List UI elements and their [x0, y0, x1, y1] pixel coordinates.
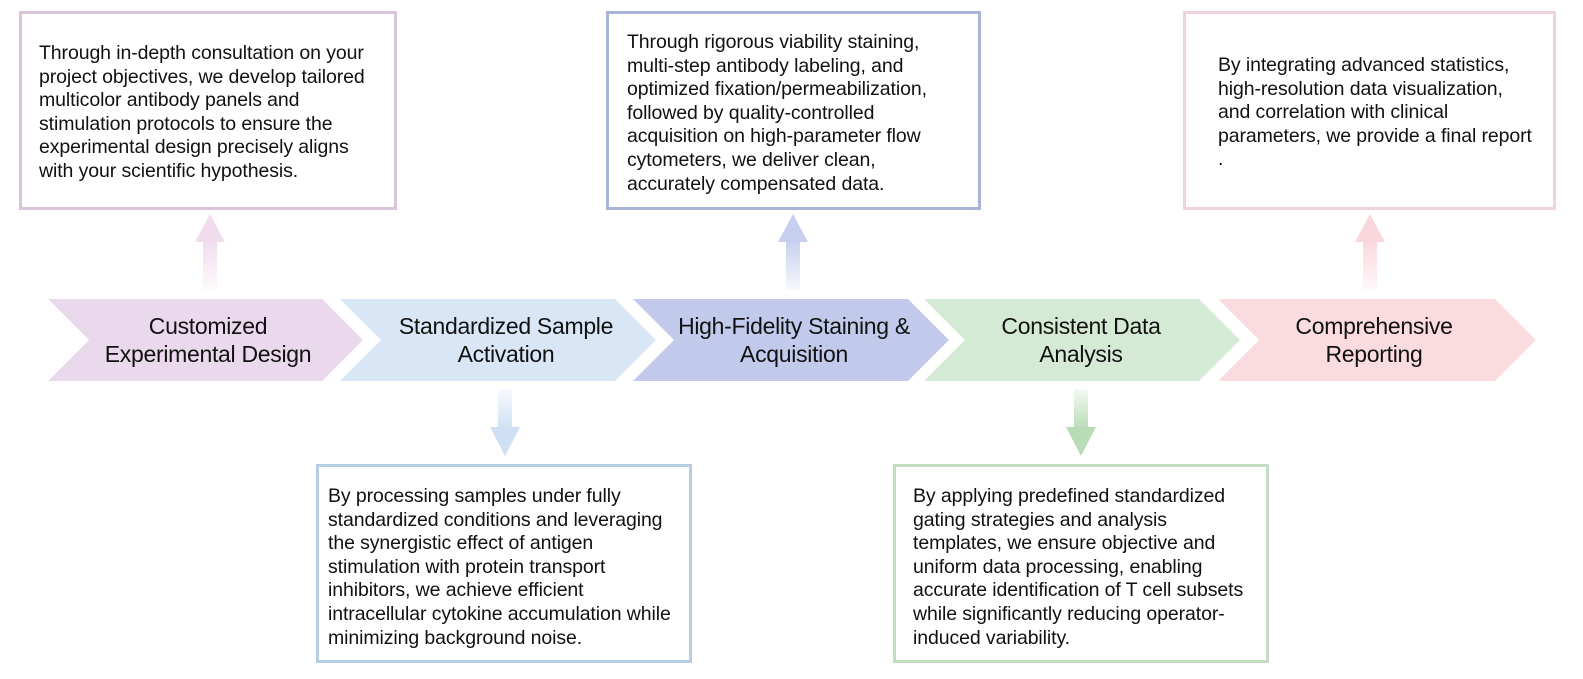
step-4-description: By applying predefined standardized gati… — [913, 485, 1244, 649]
step-3-description-box: Through rigorous viability staining, mul… — [606, 11, 981, 210]
step-4-description-box: By applying predefined standardized gati… — [893, 464, 1269, 663]
arrow-up-icon — [778, 214, 808, 290]
step-1-label: Customized Experimental Design — [104, 313, 312, 367]
step-5-label: Comprehensive Reporting — [1295, 313, 1453, 367]
step-5-chevron — [1218, 299, 1536, 381]
step-5-description: By integrating advanced statistics, high… — [1218, 54, 1532, 171]
step-4-label: Consistent Data Analysis — [1001, 313, 1161, 367]
step-2-chevron — [340, 299, 656, 381]
arrow-up-icon — [1355, 214, 1385, 290]
step-3-chevron — [633, 299, 949, 381]
step-2-description-box: By processing samples under fully standa… — [316, 464, 692, 663]
step-2-label: Standardized Sample Activation — [398, 313, 614, 367]
step-3-label: High-Fidelity Staining & Acquisition — [678, 313, 910, 367]
step-1-description-box: Through in-depth consultation on your pr… — [19, 11, 397, 210]
step-3-description: Through rigorous viability staining, mul… — [627, 31, 927, 195]
arrow-down-icon — [490, 389, 520, 456]
step-5-description-box: By integrating advanced statistics, high… — [1183, 11, 1556, 210]
arrow-down-icon — [1066, 389, 1096, 456]
step-1-chevron — [48, 299, 363, 381]
step-1-description: Through in-depth consultation on your pr… — [39, 42, 365, 182]
arrow-up-icon — [195, 214, 225, 290]
step-4-chevron — [924, 299, 1240, 381]
step-2-description: By processing samples under fully standa… — [328, 485, 671, 649]
